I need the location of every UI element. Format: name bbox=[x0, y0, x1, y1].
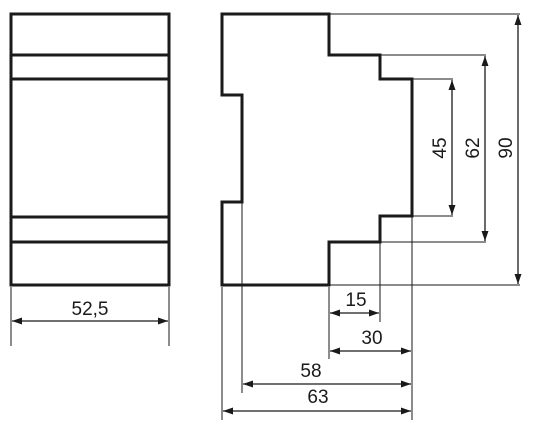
side-view: 15 30 58 63 45 62 90 bbox=[220, 12, 522, 420]
height-45-label: 45 bbox=[430, 137, 451, 158]
side-view-outline bbox=[220, 12, 414, 287]
depth-58-label: 58 bbox=[300, 361, 321, 382]
depth-63-label: 63 bbox=[307, 387, 328, 408]
depth-30-label: 30 bbox=[361, 328, 382, 349]
height-62-label: 62 bbox=[463, 137, 484, 158]
front-view: 52,5 bbox=[9, 12, 171, 346]
front-width-label: 52,5 bbox=[72, 299, 109, 320]
depth-15-label: 15 bbox=[345, 290, 366, 311]
height-90-label: 90 bbox=[496, 137, 517, 158]
front-view-outline bbox=[9, 12, 171, 287]
